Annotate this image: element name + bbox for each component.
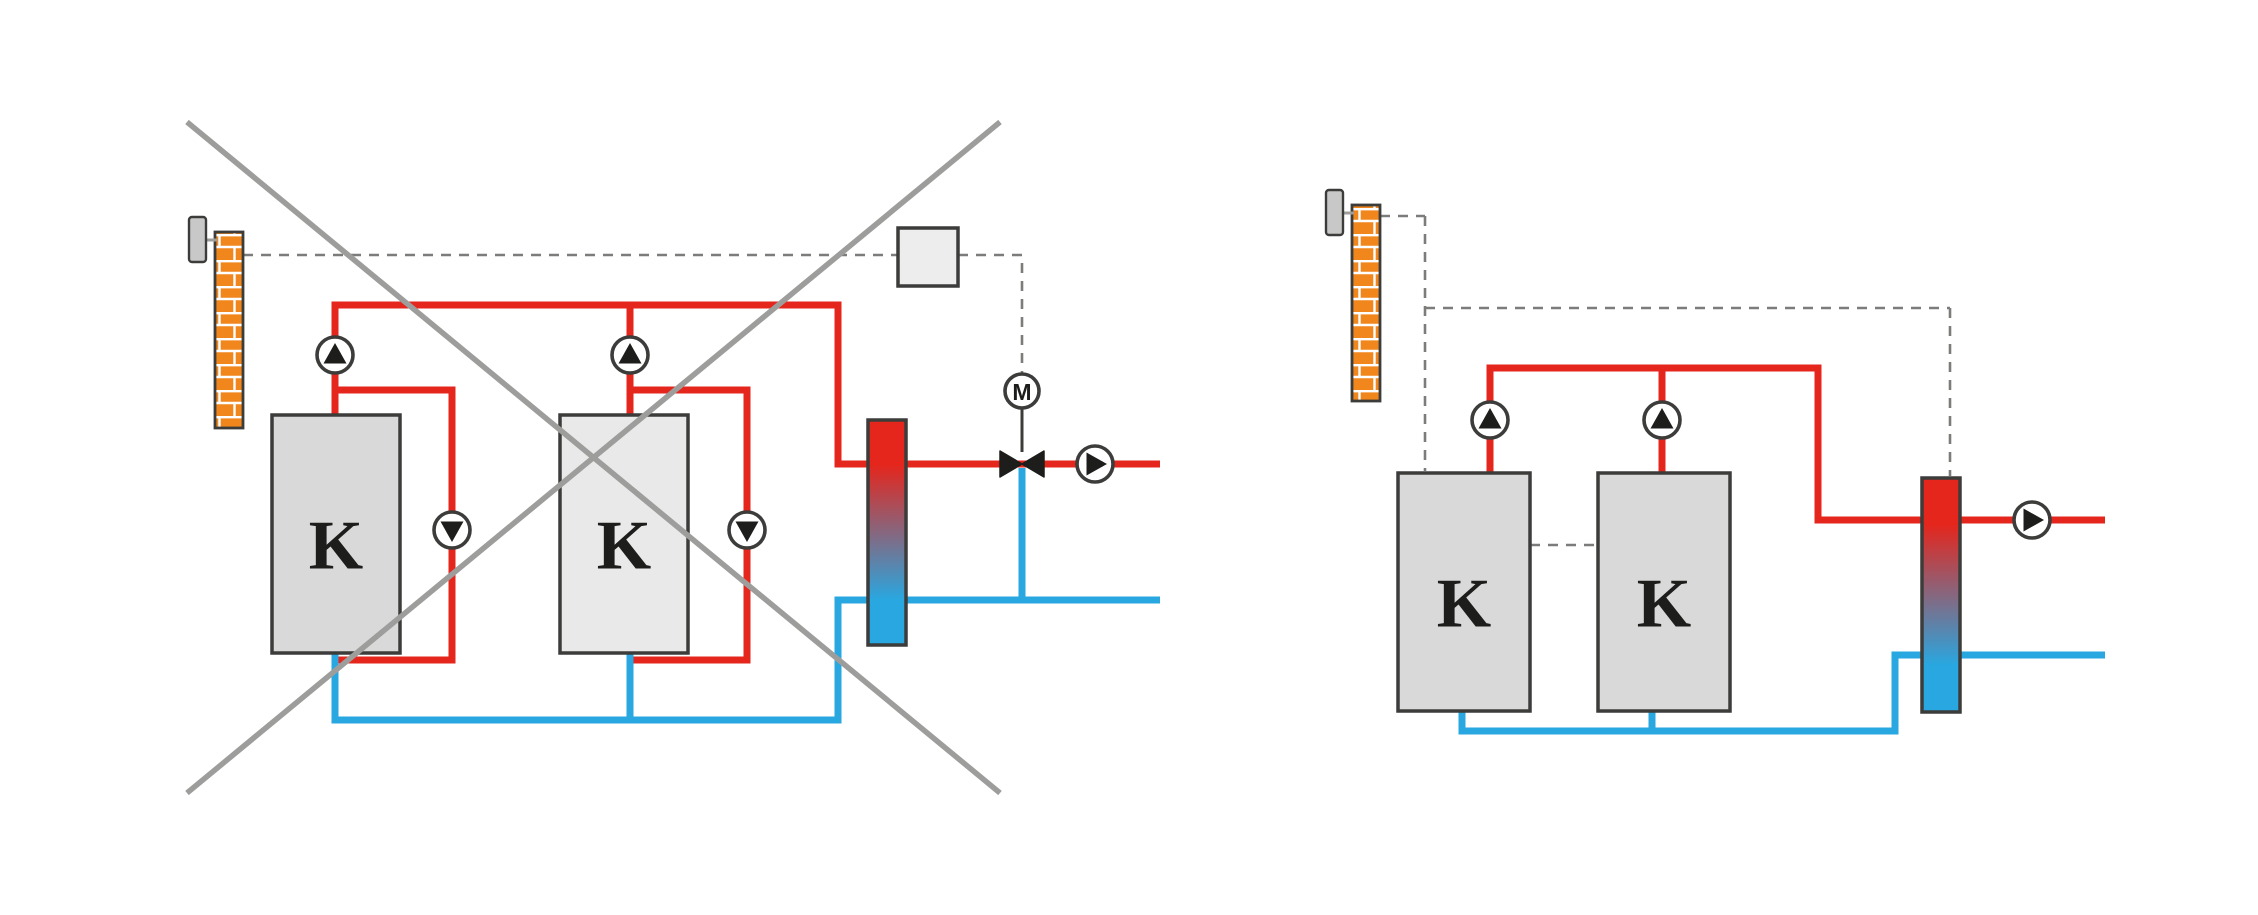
left-return-header-pipe [331,596,869,724]
left-brick-wall [213,230,245,430]
left-boiler-2 [558,413,690,655]
right-boiler1-supply-pump-icon [1470,400,1510,440]
left-controller-to-valve-wire [958,253,1024,373]
right-outdoor-sensor-icon [1324,188,1345,237]
right-diagram: K K [1324,188,2105,735]
right-return-header-pipe [1458,651,1923,735]
left-boiler-2-label: K [597,508,651,585]
right-hydraulic-separator [1920,476,1962,714]
right-boiler-2-label: K [1637,566,1691,643]
left-boiler-1 [270,413,402,655]
right-boiler-1-label: K [1437,566,1491,643]
left-valve-motor-icon [1003,372,1041,410]
left-hydraulic-separator [866,418,908,647]
left-three-way-valve-icon [999,450,1045,478]
right-boiler-2 [1596,471,1732,713]
left-valve-motor-label: M [1012,379,1031,405]
left-cross-out-mark [185,119,1002,796]
right-brick-wall [1350,203,1382,403]
right-secondary-circuit-pump-icon [2012,500,2052,540]
left-secondary-circuit-pump-icon [1075,444,1115,484]
left-boiler2-supply-pump-icon [610,335,650,375]
right-boiler-1 [1396,471,1532,713]
left-boiler-1-label: K [309,508,363,585]
right-boiler2-supply-pump-icon [1642,400,1682,440]
left-boiler1-supply-pump-icon [315,335,355,375]
left-outdoor-sensor-icon [187,215,208,264]
left-boiler1-bypass-pump-icon [432,510,472,550]
left-external-controller [896,226,960,288]
left-boiler2-bypass-pump-icon [727,510,767,550]
left-diagram: K K M [185,119,1160,796]
